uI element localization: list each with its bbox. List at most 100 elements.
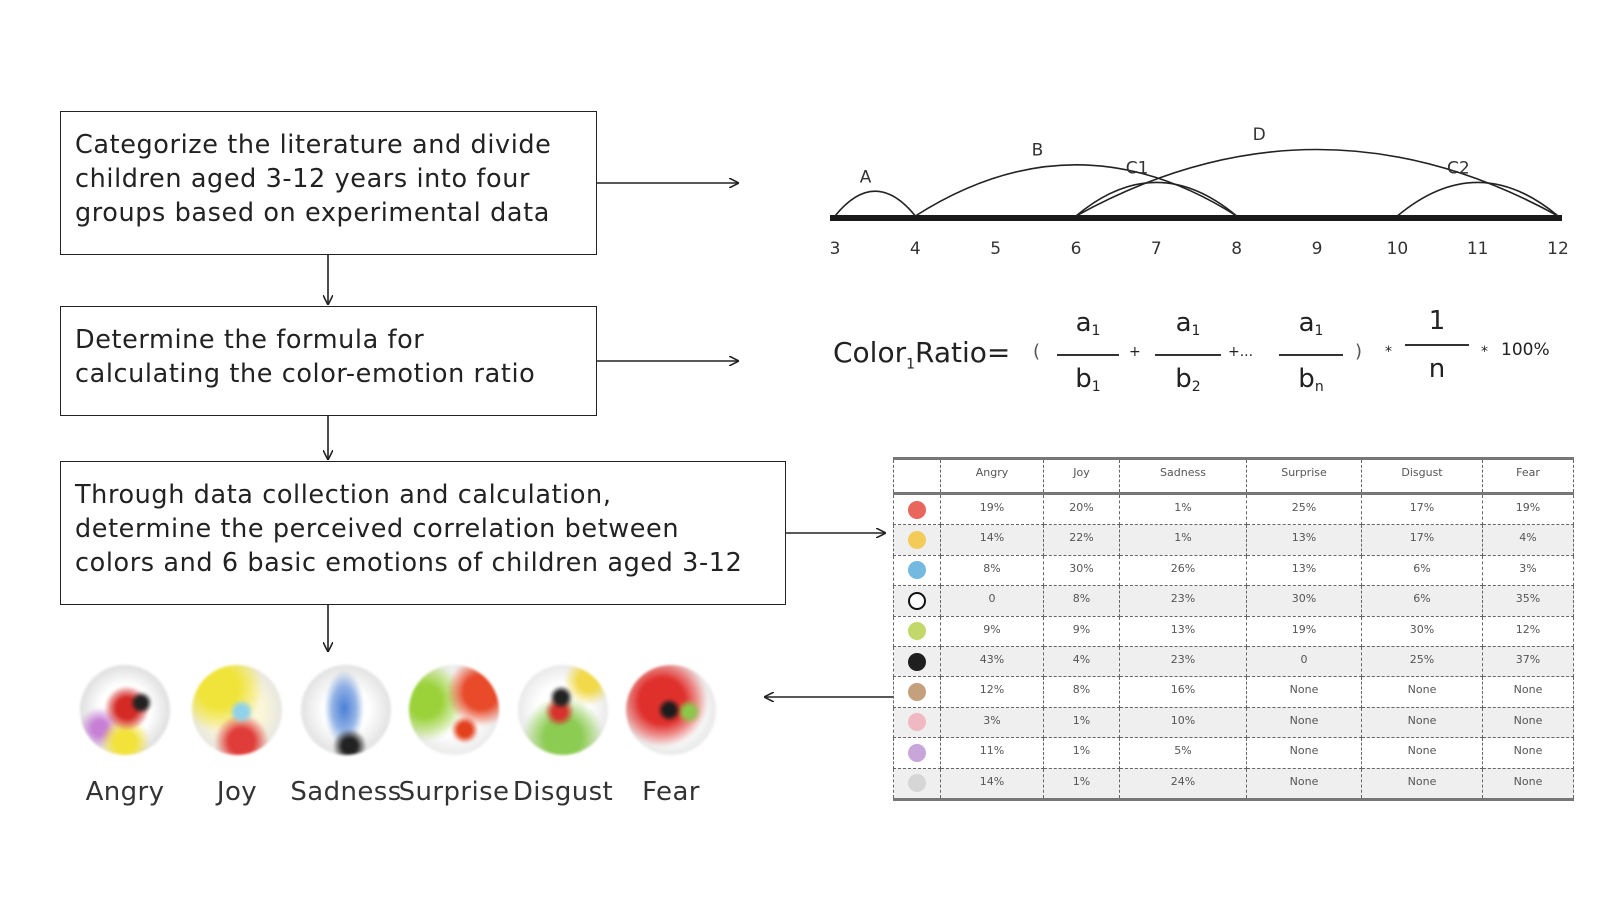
table-cell: 19% bbox=[1246, 616, 1362, 647]
age-tick-label: 8 bbox=[1231, 239, 1242, 259]
emotion-color-ball bbox=[301, 665, 391, 755]
table-cell: 35% bbox=[1482, 585, 1574, 617]
emotion-color-ball bbox=[192, 665, 282, 755]
table-cell: 6% bbox=[1361, 555, 1483, 587]
formula-percent: 100% bbox=[1501, 340, 1550, 360]
table-cell: 23% bbox=[1119, 646, 1247, 678]
age-group-label: A bbox=[860, 168, 872, 188]
table-cell: 13% bbox=[1246, 524, 1362, 556]
age-tick-label: 12 bbox=[1547, 239, 1569, 259]
table-cell: None bbox=[1482, 768, 1574, 800]
formula-times: * bbox=[1481, 344, 1488, 360]
emotion-label: Angry bbox=[85, 777, 165, 807]
age-group-label: D bbox=[1253, 125, 1266, 145]
formula-lhs-color: Color bbox=[833, 336, 907, 369]
age-tick-label: 7 bbox=[1151, 239, 1162, 259]
table-cell: 16% bbox=[1119, 676, 1247, 708]
fraction-bar bbox=[1057, 354, 1119, 356]
table-cell: 1% bbox=[1043, 768, 1120, 800]
table-cell: 14% bbox=[940, 524, 1044, 556]
fraction-denominator: b bbox=[1175, 363, 1192, 394]
table-cell: 13% bbox=[1246, 555, 1362, 587]
table-cell: 30% bbox=[1361, 616, 1483, 647]
step-box-formula: Determine the formula for calculating th… bbox=[60, 306, 597, 416]
color-swatch-cell bbox=[893, 768, 941, 800]
table-cell: 43% bbox=[940, 646, 1044, 678]
table-row: 14%22%1%13%17%4% bbox=[893, 524, 1574, 556]
color-swatch bbox=[908, 500, 926, 519]
table-cell: 0 bbox=[1246, 646, 1362, 678]
table-cell: 26% bbox=[1119, 555, 1247, 587]
table-cell: 9% bbox=[940, 616, 1044, 647]
age-group-label: C1 bbox=[1126, 159, 1149, 179]
table-header-cell bbox=[893, 458, 941, 495]
table-cell: 1% bbox=[1043, 737, 1120, 769]
fraction-bar bbox=[1405, 344, 1469, 346]
table-cell: 30% bbox=[1043, 555, 1120, 587]
table-cell: 19% bbox=[940, 493, 1044, 526]
table-header-cell: Surprise bbox=[1246, 458, 1362, 495]
color-swatch bbox=[908, 561, 926, 580]
color-swatch-cell bbox=[893, 616, 941, 647]
table-cell: 13% bbox=[1119, 616, 1247, 647]
table-cell: 8% bbox=[940, 555, 1044, 587]
formula-fraction-inverse-n: 1 n bbox=[1405, 306, 1469, 384]
table-cell: None bbox=[1246, 676, 1362, 708]
age-tick-label: 4 bbox=[910, 239, 921, 259]
fraction-bar bbox=[1279, 354, 1343, 356]
color-swatch bbox=[908, 622, 926, 641]
table-cell: 24% bbox=[1119, 768, 1247, 800]
table-cell: 6% bbox=[1361, 585, 1483, 617]
color-swatch-cell bbox=[893, 676, 941, 708]
table-cell: 30% bbox=[1246, 585, 1362, 617]
age-group-arc bbox=[834, 190, 916, 217]
table-cell: None bbox=[1361, 676, 1483, 708]
emotion-label: Sadness bbox=[290, 777, 402, 807]
fraction-numerator: a bbox=[1175, 308, 1192, 338]
fraction-bar bbox=[1155, 354, 1221, 356]
table-cell: 3% bbox=[940, 707, 1044, 739]
emotion-angry: Angry bbox=[65, 665, 185, 807]
emotion-label: Fear bbox=[642, 777, 700, 807]
table-cell: None bbox=[1361, 707, 1483, 739]
color-swatch-cell bbox=[893, 707, 941, 739]
formula-fraction-2: a1 b2 bbox=[1155, 308, 1221, 402]
table-cell: 23% bbox=[1119, 585, 1247, 617]
age-group-arc bbox=[1075, 148, 1559, 217]
emotion-sadness: Sadness bbox=[286, 665, 406, 807]
fraction-numerator: a bbox=[1298, 308, 1315, 338]
table-cell: 0 bbox=[940, 585, 1044, 617]
table-cell: 1% bbox=[1119, 493, 1247, 526]
formula-fraction-n: a1 bn bbox=[1279, 308, 1343, 402]
step3-line: determine the perceived correlation betw… bbox=[75, 514, 680, 544]
table-cell: 14% bbox=[940, 768, 1044, 800]
age-group-arc bbox=[1075, 181, 1238, 217]
table-header-cell: Angry bbox=[940, 458, 1044, 495]
fraction-numerator-sub: 1 bbox=[1314, 323, 1324, 339]
table-cell: 4% bbox=[1482, 524, 1574, 556]
emotion-color-ball bbox=[626, 665, 716, 755]
color-swatch-cell bbox=[893, 585, 941, 617]
step2-line: Determine the formula for bbox=[75, 325, 425, 355]
table-cell: 4% bbox=[1043, 646, 1120, 678]
table-cell: 19% bbox=[1482, 493, 1574, 526]
table-cell: 5% bbox=[1119, 737, 1247, 769]
table-cell: None bbox=[1482, 737, 1574, 769]
color-swatch bbox=[908, 743, 926, 762]
color-swatch-cell bbox=[893, 555, 941, 587]
fraction-n: n bbox=[1428, 353, 1446, 384]
color-ratio-formula: Color1Ratio= ( a1 b1 + a1 b2 +... a1 bn … bbox=[833, 300, 1563, 410]
age-group-arc bbox=[1396, 181, 1559, 217]
emotion-color-ball bbox=[409, 665, 499, 755]
table-cell: None bbox=[1361, 768, 1483, 800]
fraction-one: 1 bbox=[1428, 306, 1446, 336]
table-cell: 11% bbox=[940, 737, 1044, 769]
fraction-denominator-sub: 2 bbox=[1191, 378, 1201, 395]
table-cell: 10% bbox=[1119, 707, 1247, 739]
